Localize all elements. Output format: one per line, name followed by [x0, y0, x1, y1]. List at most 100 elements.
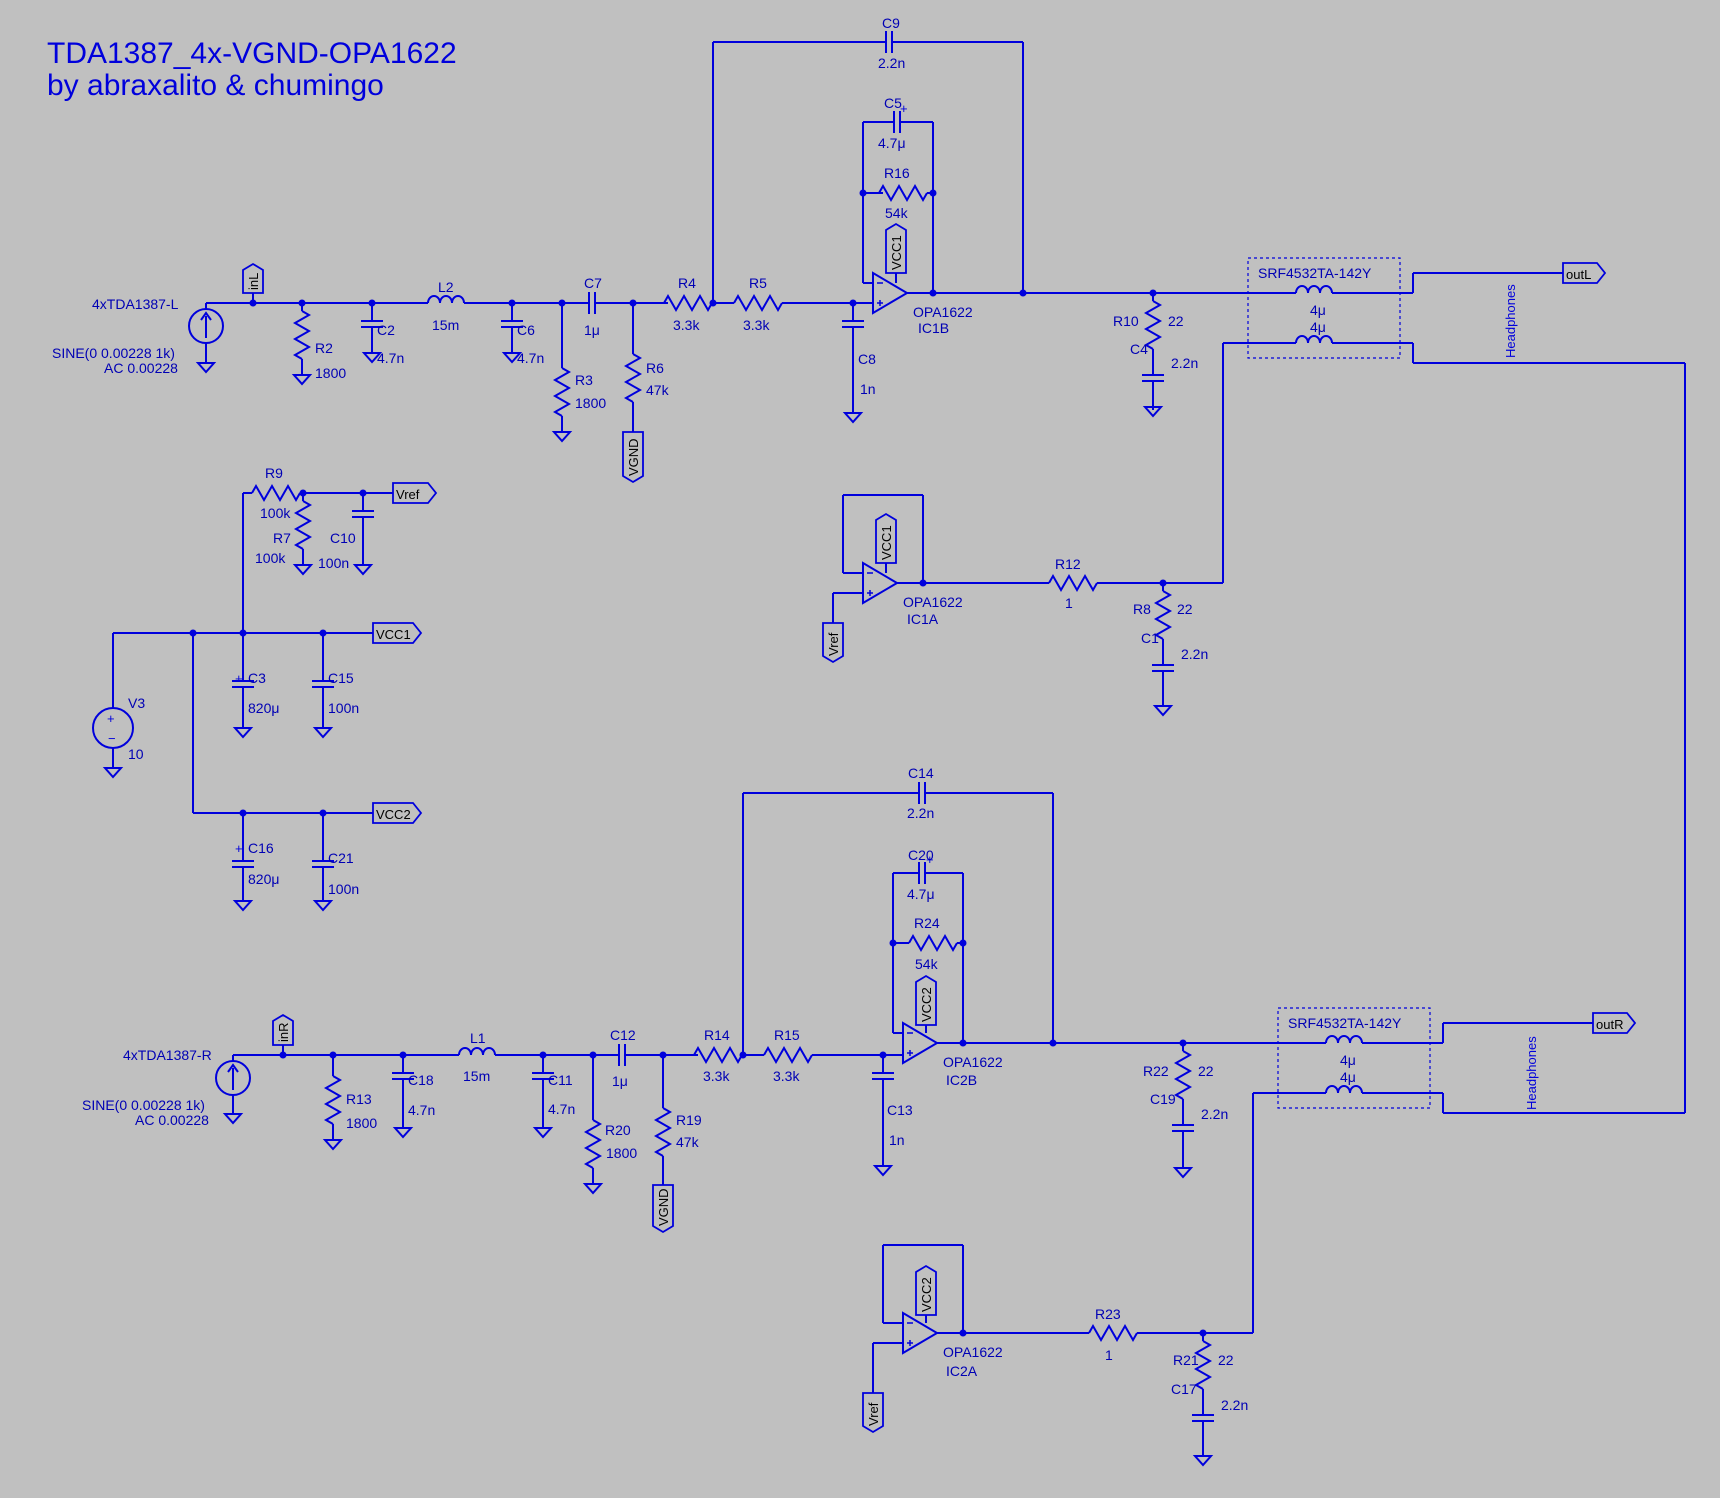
- resistor-R7[interactable]: [295, 492, 311, 558]
- inductor-L2[interactable]: [421, 295, 471, 304]
- net-flag-outL[interactable]: outL: [1562, 262, 1607, 284]
- choke-right-coil1[interactable]: [1319, 1035, 1369, 1044]
- net-flag-vcc2-rail[interactable]: VCC2: [372, 802, 423, 824]
- net-flag-outR[interactable]: outR: [1592, 1012, 1637, 1034]
- C20-label: C20: [908, 847, 934, 863]
- R2-value: 1800: [315, 365, 346, 381]
- capacitor-C8[interactable]: [841, 302, 865, 346]
- capacitor-C14[interactable]: [902, 781, 942, 805]
- net-flag-vref-top[interactable]: Vref: [392, 482, 438, 504]
- C2-label: C2: [377, 322, 395, 338]
- IC2A-label: IC2A: [946, 1363, 978, 1379]
- net-flag-vgnd-right[interactable]: VGND: [652, 1184, 674, 1234]
- power-section: R9 100k R7 100k C10 100n Vref + − V3 10: [92, 465, 438, 911]
- flag-vcc1-ic1a-label: VCC1: [879, 525, 894, 560]
- R12-label: R12: [1055, 556, 1081, 572]
- R9-value: 100k: [260, 505, 291, 521]
- net-flag-vref-ic2a[interactable]: Vref: [862, 1392, 884, 1434]
- flag-vref-top-label: Vref: [396, 487, 420, 502]
- R21-label: R21: [1173, 1352, 1199, 1368]
- R16-value: 54k: [885, 205, 909, 221]
- net-flag-vgnd-left[interactable]: VGND: [622, 431, 644, 484]
- choke-left-val1: 4μ: [1310, 302, 1326, 318]
- net-flag-inR[interactable]: inR: [272, 1013, 294, 1046]
- R13-value: 1800: [346, 1115, 377, 1131]
- resistor-R10[interactable]: [1145, 292, 1161, 358]
- schematic-subtitle: by abraxalito & chumingo: [47, 69, 384, 102]
- capacitor-C20[interactable]: [902, 861, 942, 885]
- C4-value: 2.2n: [1171, 355, 1198, 371]
- capacitor-C1[interactable]: [1151, 646, 1175, 690]
- capacitor-C12[interactable]: [602, 1043, 642, 1067]
- C8-label: C8: [858, 351, 876, 367]
- choke-left-coil2[interactable]: [1289, 335, 1339, 344]
- svg-text:+: +: [900, 101, 908, 116]
- capacitor-C19[interactable]: [1171, 1106, 1195, 1150]
- opamp-IC1B[interactable]: [853, 193, 1023, 314]
- resistor-R23[interactable]: [1082, 1325, 1144, 1341]
- C10-value: 100n: [318, 555, 349, 571]
- C2-value: 4.7n: [377, 350, 404, 366]
- resistor-R9[interactable]: [245, 485, 307, 501]
- C18-value: 4.7n: [408, 1102, 435, 1118]
- net-flag-vcc2-ic2b[interactable]: VCC2: [915, 974, 937, 1026]
- opamp-IC2A[interactable]: [872, 1244, 1063, 1393]
- resistor-R2[interactable]: [294, 302, 310, 368]
- opamp-IC1A[interactable]: [832, 494, 1023, 623]
- resistor-R6[interactable]: [625, 345, 641, 411]
- net-flag-inL[interactable]: inL: [242, 262, 264, 294]
- R2-label: R2: [315, 340, 333, 356]
- R8-value: 22: [1177, 601, 1193, 617]
- net-flag-vcc1-rail[interactable]: VCC1: [372, 622, 423, 644]
- inductor-L1[interactable]: [452, 1047, 502, 1056]
- C11-value: 4.7n: [548, 1101, 575, 1117]
- resistor-R19[interactable]: [655, 1099, 671, 1165]
- net-flag-vcc2-ic2a[interactable]: VCC2: [915, 1264, 937, 1316]
- source-left-name: 4xTDA1387-L: [92, 296, 179, 312]
- resistor-R3[interactable]: [554, 359, 570, 425]
- resistor-R24[interactable]: [902, 935, 964, 951]
- capacitor-C13[interactable]: [871, 1054, 895, 1098]
- flag-vcc2-rail-label: VCC2: [376, 807, 411, 822]
- resistor-R20[interactable]: [585, 1111, 601, 1177]
- L2-label: L2: [438, 279, 454, 295]
- R23-label: R23: [1095, 1306, 1121, 1322]
- resistor-R15[interactable]: [757, 1047, 819, 1063]
- R12-value: 1: [1065, 595, 1073, 611]
- opamp-IC2B[interactable]: [883, 943, 1053, 1064]
- net-flag-vcc1-ic1a[interactable]: VCC1: [875, 512, 897, 564]
- net-flag-vcc1-ic1b[interactable]: VCC1: [885, 222, 907, 274]
- R22-value: 22: [1198, 1063, 1214, 1079]
- C16-value: 820μ: [248, 871, 279, 887]
- C13-value: 1n: [889, 1132, 905, 1148]
- IC2B-label: IC2B: [946, 1072, 977, 1088]
- IC2A-type: OPA1622: [943, 1344, 1003, 1360]
- resistor-R13[interactable]: [325, 1067, 341, 1133]
- C4-label: C4: [1130, 341, 1148, 357]
- resistor-R22[interactable]: [1175, 1042, 1191, 1108]
- capacitor-C10[interactable]: [351, 492, 375, 536]
- choke-left-coil1[interactable]: [1289, 285, 1339, 294]
- resistor-R5[interactable]: [727, 295, 789, 311]
- voltage-source-V3[interactable]: + −: [92, 633, 134, 778]
- capacitor-C17[interactable]: [1191, 1396, 1215, 1440]
- choke-right-coil2[interactable]: [1319, 1085, 1369, 1094]
- capacitor-C4[interactable]: [1141, 356, 1165, 400]
- current-source-left[interactable]: [188, 302, 253, 373]
- current-source-right[interactable]: [215, 1054, 283, 1124]
- R19-label: R19: [676, 1112, 702, 1128]
- headphones-left-label: Headphones: [1503, 284, 1518, 358]
- R21-value: 22: [1218, 1352, 1234, 1368]
- C5-label: C5: [884, 95, 902, 111]
- capacitor-C9[interactable]: [869, 30, 909, 54]
- L2-value: 15m: [432, 317, 459, 333]
- capacitor-C7[interactable]: [572, 291, 612, 315]
- C20-value: 4.7μ: [907, 886, 935, 902]
- C11-label: C11: [548, 1072, 573, 1088]
- IC1B-type: OPA1622: [913, 304, 973, 320]
- capacitor-C5[interactable]: [877, 110, 917, 134]
- C17-value: 2.2n: [1221, 1397, 1248, 1413]
- resistor-R12[interactable]: [1042, 575, 1104, 591]
- net-flag-vref-ic1a[interactable]: Vref: [822, 622, 844, 664]
